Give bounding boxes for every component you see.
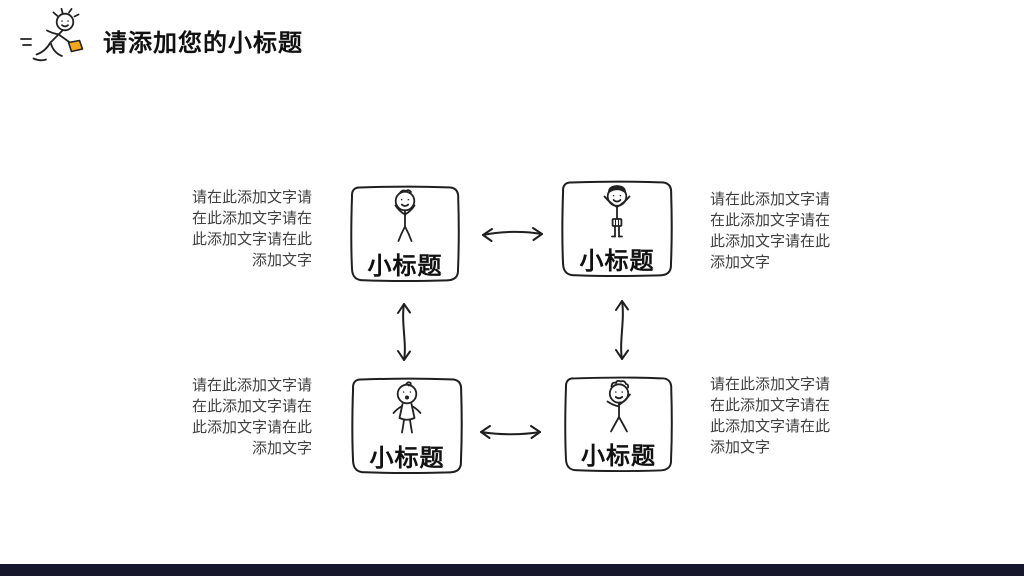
- text-line: 在此添加文字请在: [710, 397, 831, 414]
- double-arrow-right-vertical-icon: [609, 290, 635, 370]
- node-label[interactable]: 小标题: [367, 253, 443, 280]
- node-label[interactable]: 小标题: [581, 443, 656, 470]
- placeholder-text-bottom-left[interactable]: 请在此添加文字请 在此添加文字请在 此添加文字请在此 添加文字: [168, 375, 312, 459]
- text-line: 此添加文字请在此: [710, 418, 831, 435]
- double-arrow-left-vertical-icon: [391, 293, 417, 371]
- doodle-kid-waving-icon: [596, 379, 642, 439]
- text-line: 此添加文字请在此: [710, 233, 831, 250]
- doodle-baby-icon: [384, 380, 430, 440]
- placeholder-text-top-right[interactable]: 请在此添加文字请 在此添加文字请在 此添加文字请在此 添加文字: [710, 189, 862, 273]
- text-line: 请在此添加文字请: [191, 189, 312, 206]
- doodle-kid-arms-up-icon: [382, 188, 428, 248]
- text-line: 添加文字: [251, 252, 312, 269]
- slide-title[interactable]: 请添加您的小标题: [103, 30, 303, 57]
- text-line: 请在此添加文字请: [710, 376, 831, 393]
- diagram-node-top-left[interactable]: 小标题: [348, 182, 462, 284]
- double-arrow-bottom-horizontal-icon: [470, 419, 552, 445]
- node-label[interactable]: 小标题: [369, 445, 445, 472]
- doodle-runner-icon: [16, 8, 92, 66]
- node-label[interactable]: 小标题: [579, 248, 655, 275]
- text-line: 此添加文字请在此: [191, 231, 312, 248]
- placeholder-text-bottom-right[interactable]: 请在此添加文字请 在此添加文字请在 此添加文字请在此 添加文字: [710, 374, 862, 458]
- text-line: 请在此添加文字请: [710, 191, 831, 208]
- diagram-node-top-right[interactable]: 小标题: [559, 177, 675, 279]
- footer-accent-bar: [0, 564, 1024, 576]
- text-line: 添加文字: [710, 254, 771, 271]
- text-line: 在此添加文字请在: [191, 398, 312, 415]
- placeholder-text-top-left[interactable]: 请在此添加文字请 在此添加文字请在 此添加文字请在此 添加文字: [168, 187, 312, 271]
- double-arrow-top-horizontal-icon: [472, 221, 554, 247]
- text-line: 添加文字: [251, 440, 312, 457]
- text-line: 此添加文字请在此: [191, 419, 312, 436]
- text-line: 在此添加文字请在: [191, 210, 312, 227]
- text-line: 添加文字: [710, 439, 771, 456]
- text-line: 在此添加文字请在: [710, 212, 831, 229]
- satchel-accent-shape: [67, 39, 84, 53]
- text-line: 请在此添加文字请: [191, 377, 312, 394]
- diagram-node-bottom-right[interactable]: 小标题: [562, 373, 675, 474]
- diagram-node-bottom-left[interactable]: 小标题: [349, 374, 465, 476]
- doodle-kid-cheering-icon: [594, 183, 640, 243]
